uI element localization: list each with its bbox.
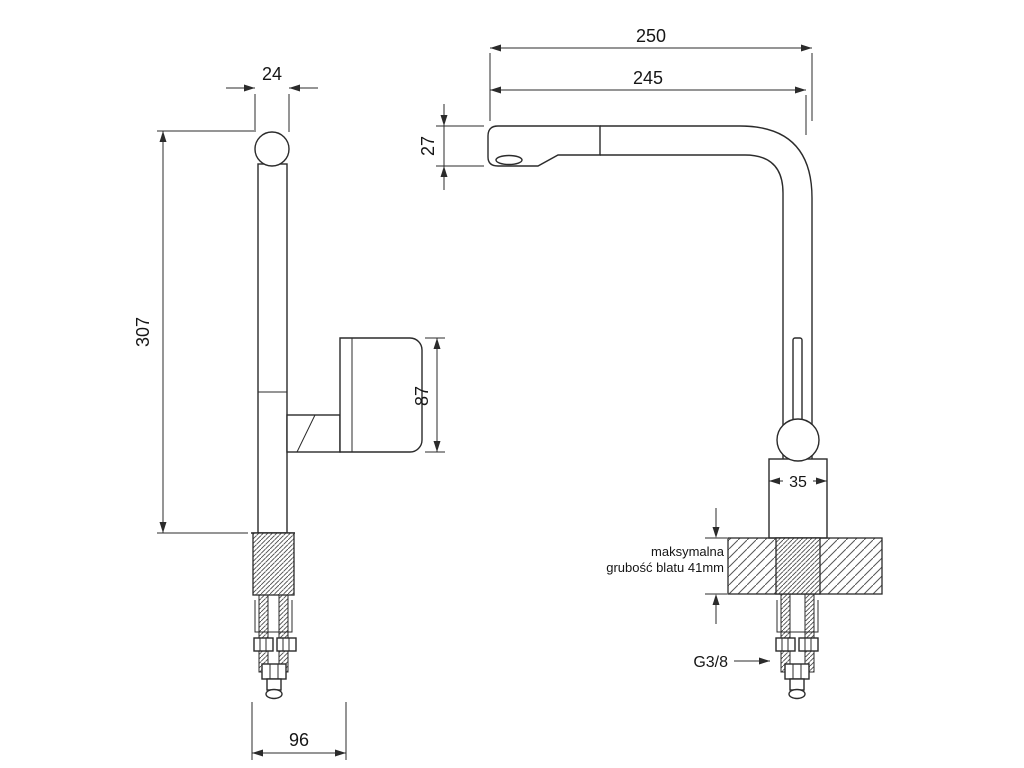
dim-spout-diameter-label: 24 bbox=[262, 64, 282, 84]
mounting-bracket bbox=[254, 600, 293, 633]
side-view: 24 307 87 96 bbox=[133, 64, 445, 760]
mounting-hardware-front bbox=[775, 593, 819, 700]
dim-body-width-label: 35 bbox=[789, 474, 807, 491]
thread-size-label: G3/8 bbox=[693, 654, 728, 671]
dim-total-height: 307 bbox=[133, 130, 254, 534]
thread-stem-side bbox=[252, 532, 295, 596]
mounting-stud bbox=[278, 594, 289, 673]
countertop-slab bbox=[727, 537, 883, 595]
mounting-stud bbox=[780, 593, 791, 673]
mixer-body-side bbox=[339, 337, 423, 453]
spout-arm-inner bbox=[600, 154, 784, 538]
dim-total-height-label: 307 bbox=[133, 317, 153, 347]
counter-note-line1: maksymalna bbox=[651, 544, 725, 559]
mounting-nut bbox=[253, 637, 274, 652]
mounting-stud bbox=[804, 593, 815, 673]
dim-base-width: 96 bbox=[251, 702, 347, 760]
thread-size-callout: G3/8 bbox=[693, 654, 770, 671]
spout-arm-outer bbox=[600, 125, 813, 538]
thread-stem-front bbox=[775, 537, 821, 595]
hose-connector bbox=[784, 663, 810, 700]
handle-joint bbox=[776, 418, 820, 462]
dim-body-height: 87 bbox=[412, 337, 445, 453]
faucet-column bbox=[257, 163, 288, 534]
dim-overall-depth: 250 bbox=[489, 26, 813, 121]
counter-thickness-note: maksymalna grubość blatu 41mm bbox=[606, 508, 727, 624]
mounting-stud bbox=[258, 594, 269, 673]
mounting-nut bbox=[775, 637, 796, 652]
mounting-hardware-side bbox=[253, 594, 297, 700]
body-connector bbox=[286, 414, 341, 453]
dim-body-height-label: 87 bbox=[412, 386, 432, 406]
spout-head-circle bbox=[254, 131, 290, 167]
dim-spout-diameter: 24 bbox=[226, 64, 318, 132]
faucet-body-front bbox=[768, 458, 828, 539]
mounting-bracket bbox=[776, 600, 819, 633]
dim-spout-reach: 245 bbox=[490, 68, 807, 135]
dim-base-width-label: 96 bbox=[289, 730, 309, 750]
front-view: 250 245 27 35 bbox=[418, 26, 883, 700]
lever-handle bbox=[792, 337, 803, 431]
dim-spout-height-label: 27 bbox=[418, 136, 438, 156]
mounting-nut bbox=[798, 637, 819, 652]
dim-spout-reach-label: 245 bbox=[633, 68, 663, 88]
counter-note-line2: grubość blatu 41mm bbox=[606, 560, 724, 575]
hose-connector bbox=[261, 663, 287, 700]
dim-overall-depth-label: 250 bbox=[636, 26, 666, 46]
connector-detail-line bbox=[296, 414, 316, 453]
dim-body-width: 35 bbox=[769, 474, 827, 491]
aerator bbox=[495, 154, 523, 166]
dim-spout-height: 27 bbox=[418, 104, 484, 190]
mounting-nut bbox=[276, 637, 297, 652]
